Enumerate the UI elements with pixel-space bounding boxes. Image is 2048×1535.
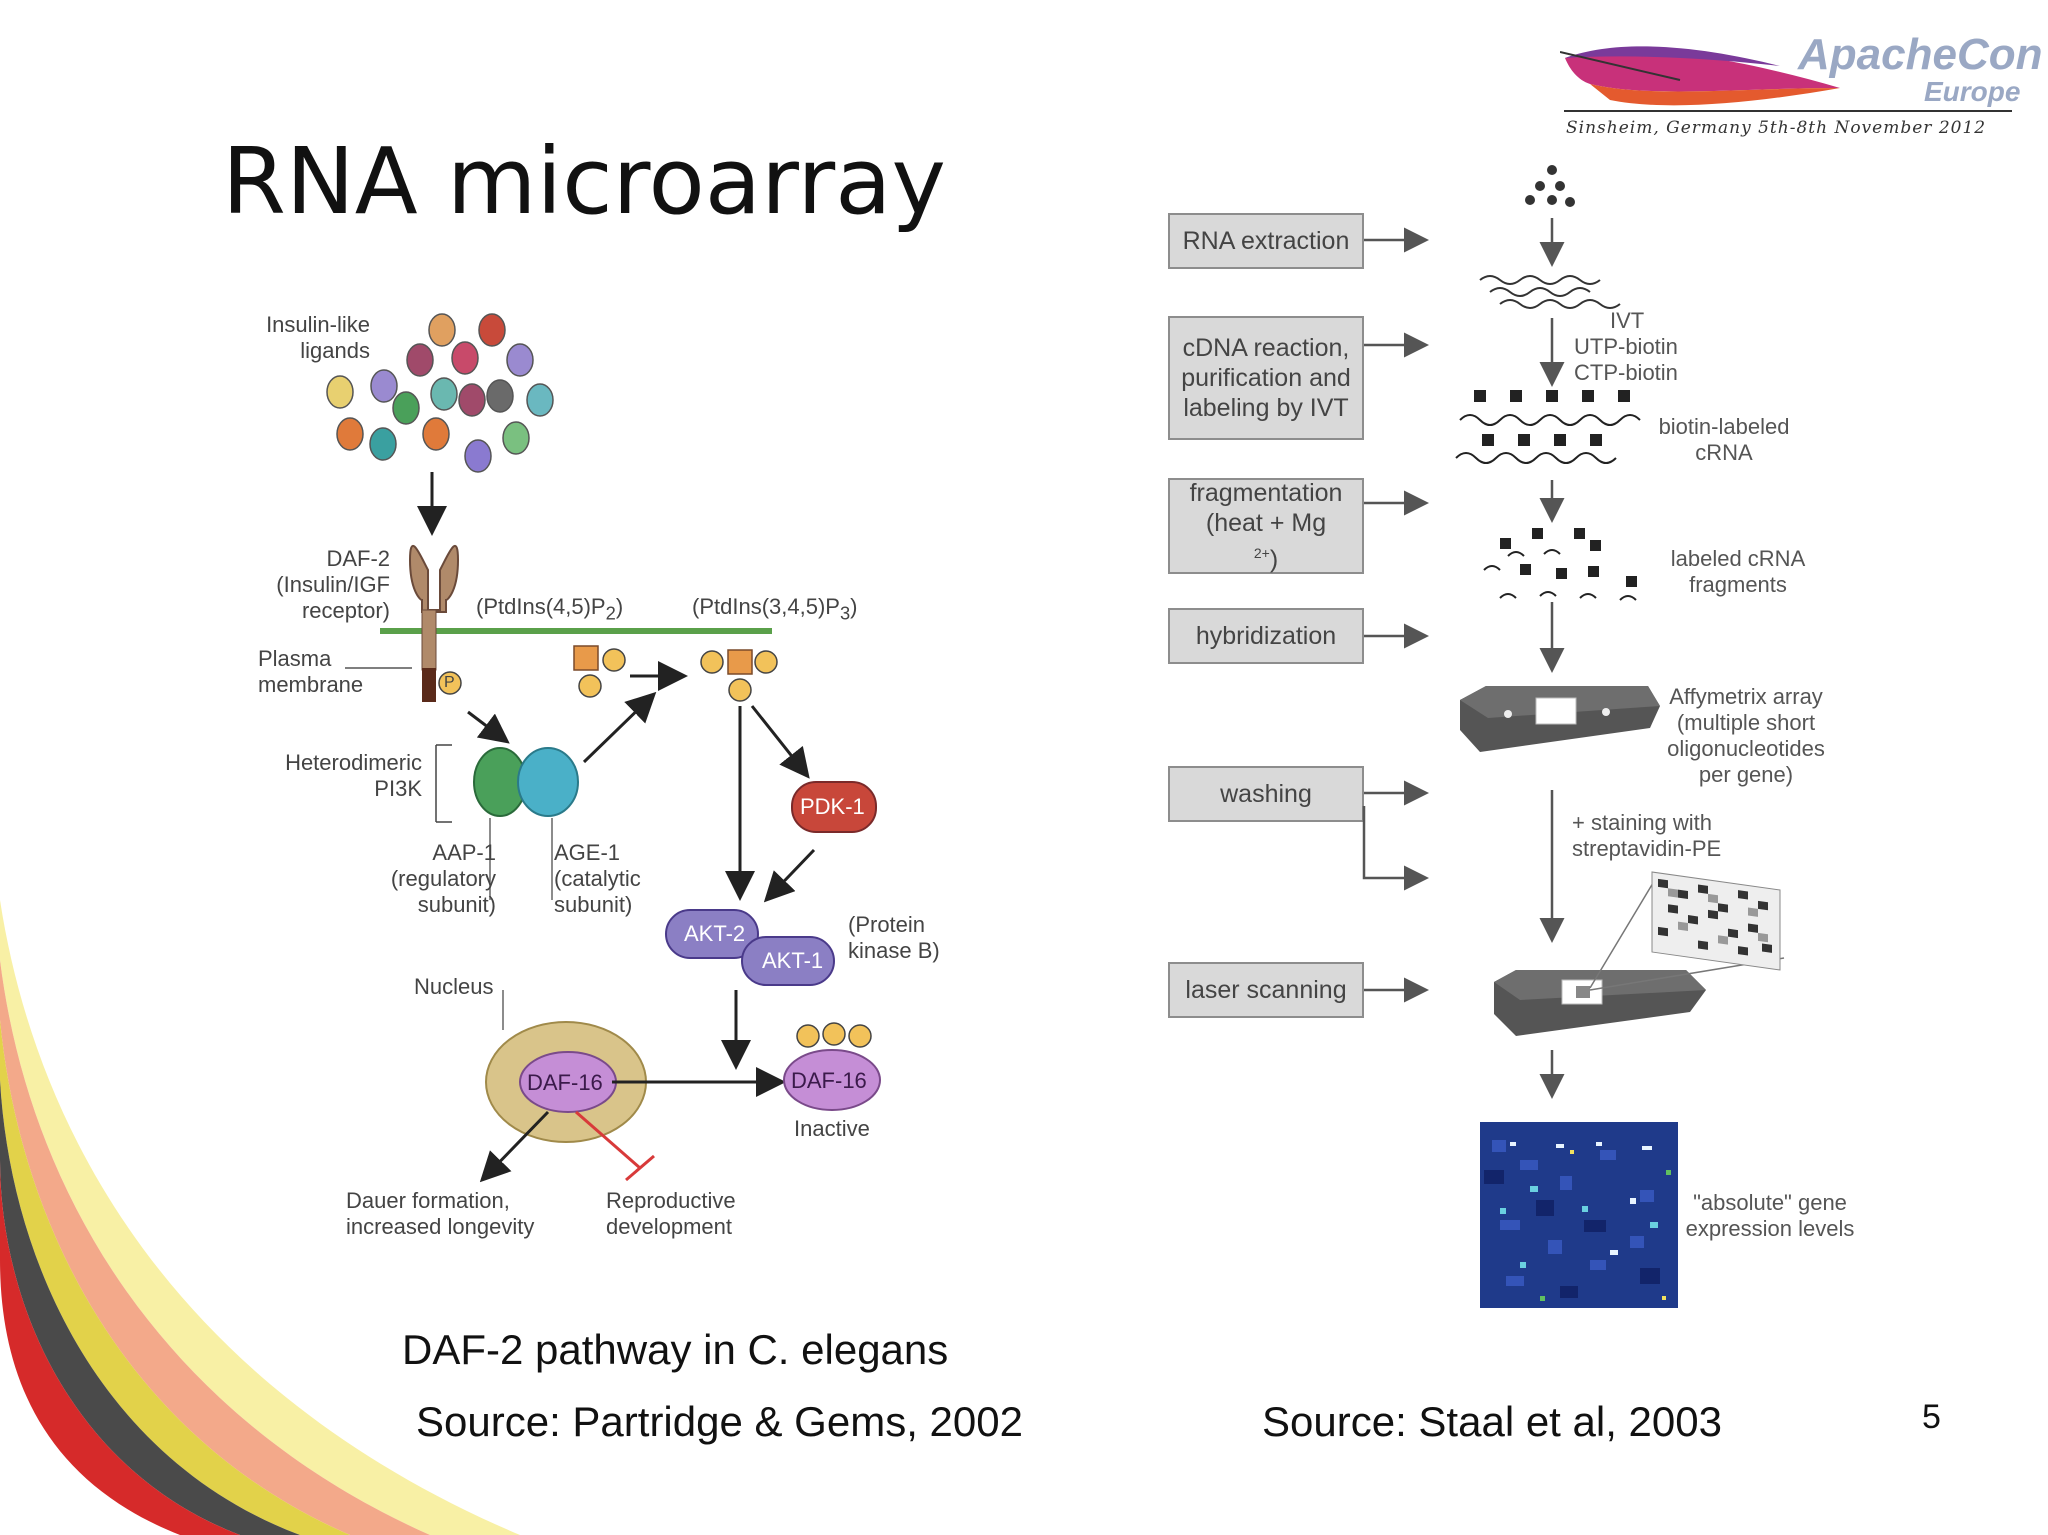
biotin-crna xyxy=(1474,390,1630,446)
pdk1-node xyxy=(791,781,877,833)
daf2-receptor xyxy=(408,544,460,702)
right-source: Source: Staal et al, 2003 xyxy=(1262,1398,1722,1445)
left-source: Source: Partridge & Gems, 2002 xyxy=(416,1398,1023,1445)
age1-subunit xyxy=(517,747,579,817)
decorative-swoosh xyxy=(0,900,520,1535)
affymetrix-chip xyxy=(1460,686,1660,752)
step-laser-scanning: laser scanning xyxy=(1168,962,1364,1018)
left-caption: DAF-2 pathway in C. elegans xyxy=(402,1326,949,1373)
pdk1-label: PDK-1 xyxy=(800,794,865,819)
scan-pattern xyxy=(1651,871,1781,971)
page-title: RNA microarray xyxy=(222,128,947,235)
daf16-inactive-label: DAF-16 xyxy=(791,1068,867,1093)
expression-heatmap xyxy=(1480,1122,1678,1308)
logo-tagline: Sinsheim, Germany 5th-8th November 2012 xyxy=(1566,118,1987,138)
step-cdna-reaction: cDNA reaction, purification and labeling… xyxy=(1168,316,1364,440)
crna-fragments xyxy=(1500,528,1637,587)
ivt-label: IVT xyxy=(1610,308,1645,333)
utp-label: UTP-biotin xyxy=(1574,334,1678,359)
step-hybridization: hybridization xyxy=(1168,608,1364,664)
pip2-label: (PtdIns(4,5)P2) xyxy=(476,594,624,624)
dauer-label: Dauer formation,increased longevity xyxy=(346,1188,535,1239)
akt1-label: AKT-1 xyxy=(762,948,824,973)
logo-sub: Europe xyxy=(1924,76,2021,107)
akt2-label: AKT-2 xyxy=(684,921,746,946)
logo-rule xyxy=(1564,110,2012,112)
ligand-cluster xyxy=(326,313,554,473)
nucleus-label: Nucleus xyxy=(414,974,494,999)
daf16-inactive-node xyxy=(783,1049,881,1111)
step-fragmentation: fragmentation (heat + Mg 2+) xyxy=(1168,478,1364,574)
step-rna-extraction: RNA extraction xyxy=(1168,213,1364,269)
scanned-chip xyxy=(1494,877,1785,1036)
akt2-node xyxy=(665,909,759,959)
feather-icon xyxy=(1560,46,1840,106)
pip3-label: (PtdIns(3,4,5)P3) xyxy=(692,594,858,624)
akt1-node xyxy=(741,936,835,986)
logo-name: ApacheCon xyxy=(1798,30,2043,79)
ctp-label: CTP-biotin xyxy=(1574,360,1678,385)
page-number: 5 xyxy=(1922,1398,1941,1436)
cell-cluster xyxy=(1525,165,1575,207)
daf16-label: DAF-16 xyxy=(527,1070,603,1095)
step-washing: washing xyxy=(1168,766,1364,822)
inactive-label: Inactive xyxy=(794,1116,870,1141)
phospho-label: P xyxy=(444,674,455,691)
workflow-graphics xyxy=(1362,165,1785,1308)
rna-strands xyxy=(1479,275,1621,309)
